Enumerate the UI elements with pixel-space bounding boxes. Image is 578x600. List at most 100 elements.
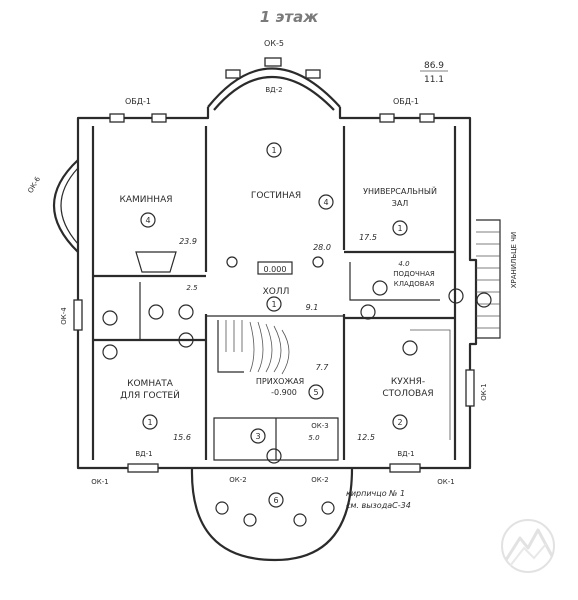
stair-steps [225,320,290,375]
win-ok3: ОК-3 [311,422,328,430]
room-prihozhaya-name: ПРИХОЖАЯ [256,377,304,386]
win-ok2-left: ОК-2 [229,476,246,484]
circle-pantry-c [476,292,492,308]
window-marks [73,57,475,473]
circle-gostinaya [266,142,282,158]
win-vd1-right: ВД-1 [397,450,414,458]
room-holl-num: 1 [271,300,276,309]
window-top-right-1 [379,113,395,123]
win-ok1: ОК-1 [480,383,488,400]
circle-tambur [250,428,266,444]
window-right-side [465,369,475,407]
room-tambur-num: 3 [255,432,260,441]
circle-hall-a [360,304,376,320]
watermark-logo [501,519,555,573]
room-prihozhaya-num: 5 [313,388,318,397]
win-ok6: ОК-6 [26,175,42,195]
room-kaminnaya-name: КАМИННАЯ [120,195,173,205]
fireplace-bay-wall [53,159,79,253]
room-gostinaya-name: ГОСТИНАЯ [251,191,301,201]
fireplace-bay-inner [60,167,79,245]
small-circles [102,280,492,360]
porch-column-1 [215,501,229,515]
window-bay-2 [264,57,282,67]
circle-guest [142,414,158,430]
left-wing-wall [76,107,346,470]
room-gostinaya-num2: 4 [323,198,328,207]
stairs [217,219,501,375]
column-2 [312,256,324,268]
circle-universal [392,220,408,236]
circle-bath-a [102,310,118,326]
window-top-right-2 [419,113,435,123]
room-universal-name2: ЗАЛ [392,199,409,208]
win-vd1-left: ВД-1 [135,450,152,458]
circle-vd [266,448,282,464]
window-bottom-left [127,463,159,473]
win-obd1-left: ОБД-1 [125,97,151,106]
window-left-side [73,299,83,331]
circle-kitchen [392,414,408,430]
win-ok4: ОК-4 [60,307,68,325]
room-number-circles [140,142,408,508]
circle-gostinaya-2 [318,194,334,210]
window-top-left-2 [151,113,167,123]
room-kuhnya-num: 2 [397,418,402,427]
circle-kitchen-a [402,340,418,356]
circle-pantry-a [372,280,388,296]
room-komnata-name1: КОМНАТА [127,379,174,389]
room-kladovaya-name2: КЛАДОВАЯ [394,280,435,288]
circle-bath-d [178,332,194,348]
room-bath-area: 2.5 [186,284,198,292]
window-top-left-1 [109,113,125,123]
room-komnata-name2: ДЛЯ ГОСТЕЙ [120,389,180,401]
outer-walls [53,67,478,562]
stair-outline [217,320,244,373]
room-kaminnaya-area: 23.9 [179,237,197,246]
room-gostinaya-area: 28.0 [313,243,331,252]
win-ok1-bottom-right: ОК-1 [437,478,454,486]
page-title: 1 этаж [259,8,319,26]
room-porch-num: 6 [273,496,278,505]
room-holl-name: ХОЛЛ [263,287,290,297]
window-bay-1 [225,69,241,79]
wall-pantry [349,262,440,301]
room-kladovaya-area: 4.0 [398,260,410,268]
fireplace [135,251,177,273]
room-universal-name1: УНИВЕРСАЛЬНЫЙ [363,185,437,196]
win-vd2: ВД-2 [265,86,282,94]
circle-porch [268,492,284,508]
window-bottom-right [389,463,421,473]
room-prihozhaya-level: -0.900 [271,388,297,397]
circle-kaminnaya [140,212,156,228]
room-prihozhaya-area: 7.7 [316,363,330,372]
room-kaminnaya-num: 4 [145,216,150,225]
win-ok1-bottom-left: ОК-1 [91,478,108,486]
kitchen-counter [410,329,451,440]
room-kuhnya-name2: СТОЛОВАЯ [382,389,433,399]
room-komnata-num: 1 [147,418,152,427]
porch-column-3 [293,513,307,527]
sheet-ref-bottom: 11.1 [424,75,444,85]
circle-holl [266,296,282,312]
room-universal-area: 17.5 [359,233,377,242]
room-holl-area: 9.1 [306,303,319,312]
living-room-bay-inner [213,76,335,111]
room-tambur-area: 5.0 [308,434,320,442]
sheet-ref-top: 86.9 [424,61,444,71]
circle-pantry-b [448,288,464,304]
circle-bath-c [178,304,194,320]
stair-note: ХРАНИЛЬЦЕ ЧИ [510,232,518,289]
stair-right-run [476,219,501,339]
porch-column-4 [321,501,335,515]
labels: 86.9 11.1 ОК-5 ОБД-1 ОБД-1 ОК-6 ОК-4 ОК-… [26,39,518,510]
porch-column-2 [243,513,257,527]
porch-arc [190,467,354,562]
note-line2: см. вызодаС-34 [346,501,411,510]
hall-level: 0.000 [264,265,287,274]
fixtures [135,251,451,527]
win-obd1-right: ОБД-1 [393,97,419,106]
circle-prihozhaya [308,384,324,400]
circle-bath-b [148,304,164,320]
